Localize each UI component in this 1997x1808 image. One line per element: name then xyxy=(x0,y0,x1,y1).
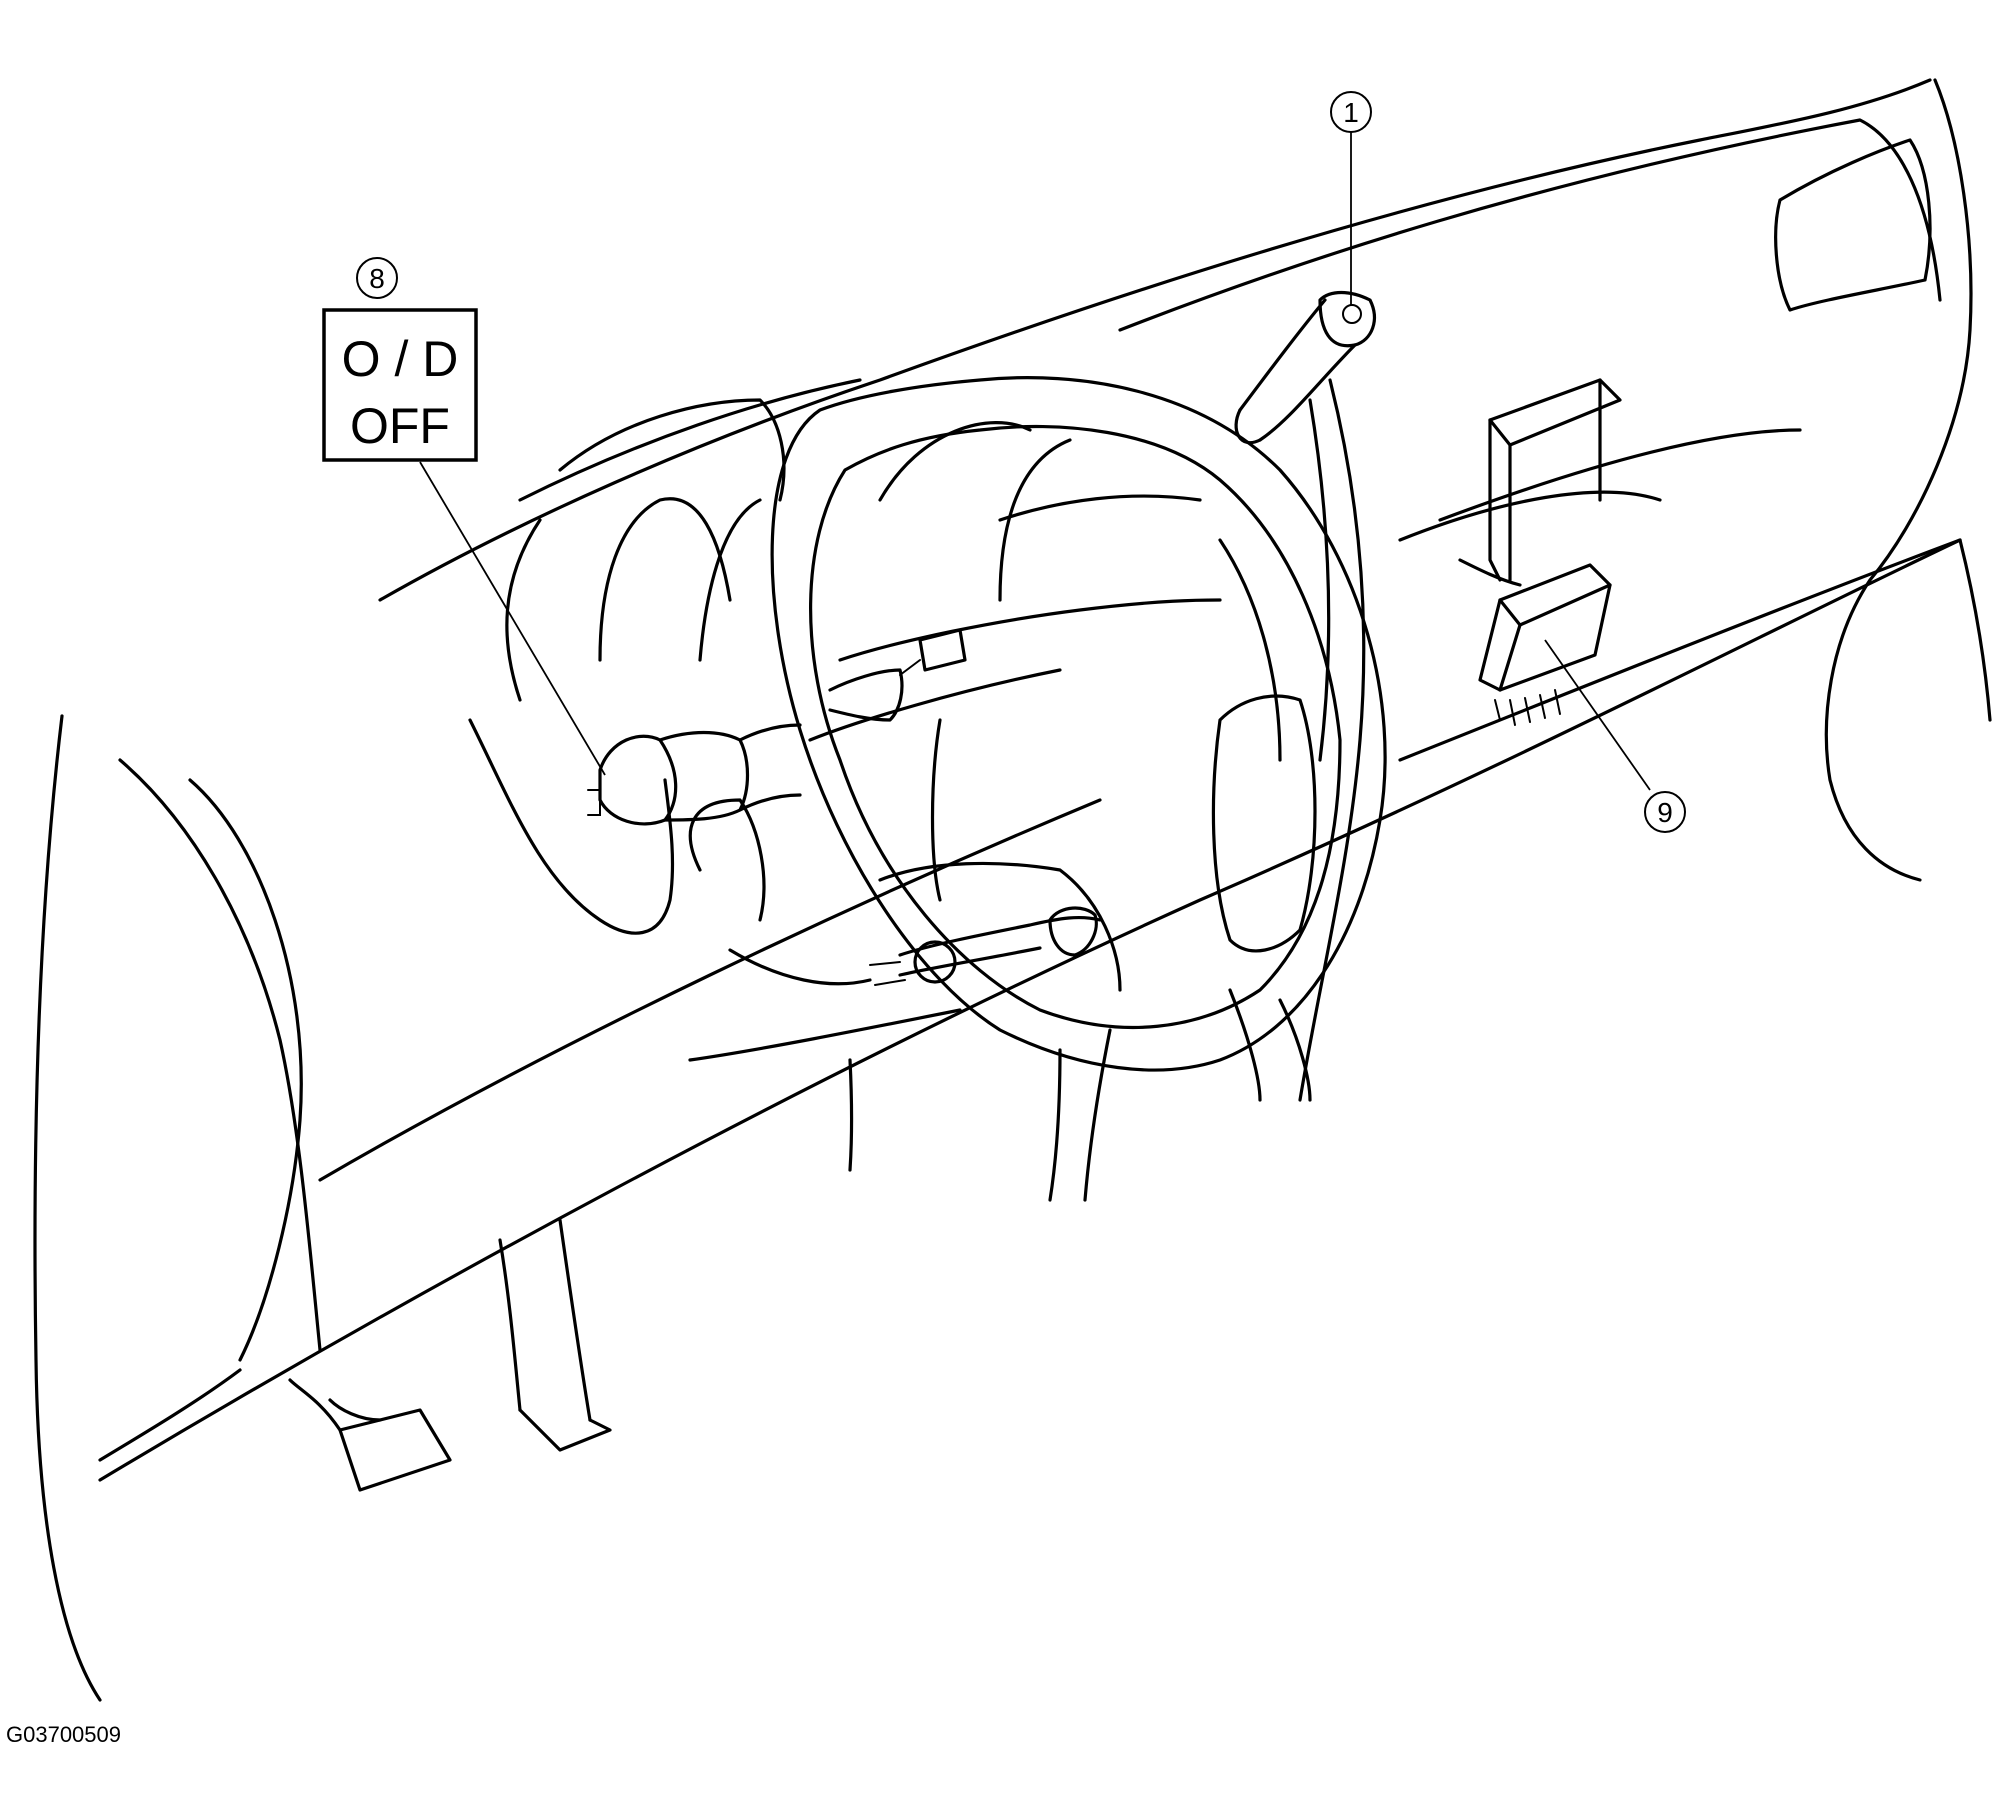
callout-8-label: 8 xyxy=(369,263,385,294)
pedals xyxy=(288,1218,612,1492)
od-off-line2: OFF xyxy=(350,398,450,454)
callout-9-label: 9 xyxy=(1657,797,1673,828)
callout-8: 8 xyxy=(356,257,398,299)
control-module xyxy=(1458,378,1622,726)
callout-1-label: 1 xyxy=(1343,97,1359,128)
od-off-line1: O / D xyxy=(342,331,459,387)
door-frame xyxy=(33,714,322,1702)
wheel-switches xyxy=(828,628,967,722)
dashboard xyxy=(98,78,1992,1482)
leader-line-9 xyxy=(1544,639,1651,791)
steering-wheel xyxy=(770,376,1387,1072)
od-off-indicator: O / D OFF xyxy=(322,308,478,462)
leader-line-8 xyxy=(419,461,606,776)
callout-1: 1 xyxy=(1330,91,1372,133)
combination-switch-lever xyxy=(1234,290,1376,445)
od-off-switch xyxy=(587,723,802,826)
callout-9: 9 xyxy=(1644,791,1686,833)
figure-code: G03700509 xyxy=(6,1722,121,1747)
wrench-tool xyxy=(869,906,1102,986)
